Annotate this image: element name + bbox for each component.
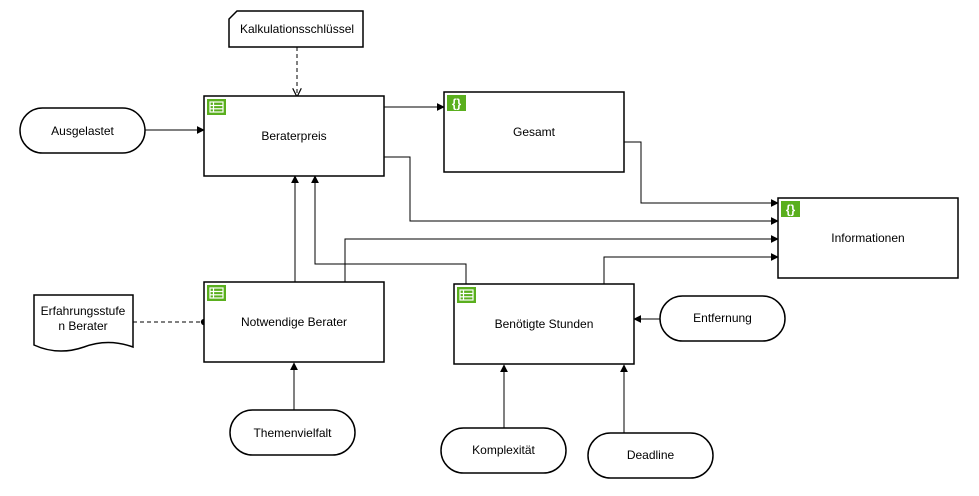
edges [133, 47, 779, 433]
node-label: Benötigte Stunden [495, 317, 594, 331]
node-label-line2: n Berater [58, 319, 107, 333]
node-label: Deadline [627, 448, 675, 462]
braces-icon: {} [447, 95, 466, 111]
node-ausgelastet[interactable]: Ausgelastet [19, 107, 146, 154]
node-label: Informationen [831, 231, 904, 245]
node-label: Themenvielfalt [253, 426, 332, 440]
edge-notwendige-to-informationen [344, 235, 779, 282]
node-label: Notwendige Berater [241, 315, 347, 329]
table-icon [207, 99, 226, 115]
svg-text:{}: {} [452, 97, 462, 111]
table-icon [457, 287, 476, 303]
node-label: Ausgelastet [51, 124, 114, 138]
edge-gesamt-to-informationen [624, 141, 779, 207]
edge-beraterpreis-to-informationen [384, 156, 779, 225]
node-themenvielfalt[interactable]: Themenvielfalt [229, 409, 356, 456]
node-informationen[interactable]: {} Informationen [777, 197, 959, 279]
node-komplexitaet[interactable]: Komplexität [440, 427, 567, 474]
braces-icon: {} [781, 201, 800, 217]
node-erfahrungsstufen-berater[interactable]: Erfahrungsstufe n Berater [33, 294, 134, 352]
edge-benoetigte-to-informationen [603, 253, 779, 284]
node-label: Komplexität [472, 443, 535, 457]
node-label: Kalkulationsschlüssel [240, 22, 354, 36]
node-gesamt[interactable]: {} Gesamt [443, 91, 625, 173]
node-entfernung[interactable]: Entfernung [659, 295, 786, 342]
node-label: Beraterpreis [261, 129, 326, 143]
edge-benoetigte-to-beraterpreis [311, 175, 467, 284]
node-beraterpreis[interactable]: Beraterpreis [203, 95, 385, 177]
node-benoetigte-stunden[interactable]: Benötigte Stunden [453, 283, 635, 365]
table-icon [207, 285, 226, 301]
node-label: Entfernung [693, 311, 752, 325]
node-deadline[interactable]: Deadline [587, 432, 714, 479]
node-kalkulationsschluessel[interactable]: Kalkulationsschlüssel [228, 10, 364, 48]
node-notwendige-berater[interactable]: Notwendige Berater [203, 281, 385, 363]
node-label: Gesamt [513, 125, 556, 139]
svg-text:{}: {} [786, 203, 796, 217]
node-label-line1: Erfahrungsstufe [41, 304, 126, 318]
